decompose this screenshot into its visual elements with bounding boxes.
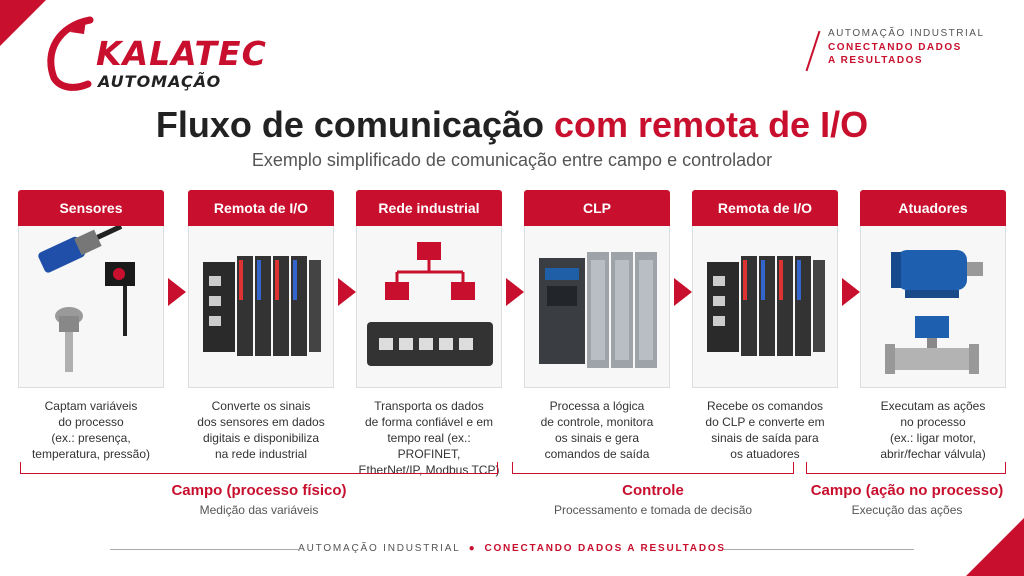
- card-remota-io-in: Remota de I/O Converte os sinais dos sen…: [188, 190, 334, 462]
- card-atuadores: Atuadores Executam as ações no processo …: [860, 190, 1006, 462]
- title-part1: Fluxo de comunicação: [155, 104, 544, 145]
- footer-divider: [724, 549, 914, 550]
- title-part2: com remota de I/O: [554, 104, 869, 145]
- footer-divider: [110, 549, 300, 550]
- logo-subtext: AUTOMAÇÃO: [98, 72, 222, 91]
- arrow-right-icon: [168, 278, 186, 306]
- tagline-divider: [805, 30, 821, 72]
- card-description: Executam as ações no processo (ex.: liga…: [880, 399, 986, 461]
- page-subtitle: Exemplo simplificado de comunicação entr…: [251, 150, 773, 170]
- group-label: Campo (ação no processo): [810, 482, 1004, 499]
- remote-io-icon: [692, 226, 838, 388]
- group-bracket-campo-fisico: [20, 462, 498, 474]
- arrow-right-icon: [674, 278, 692, 306]
- network-switch-icon: [356, 226, 502, 388]
- card-header: Sensores: [18, 190, 164, 226]
- corner-decoration-red: [966, 518, 1024, 576]
- card-header: Atuadores: [860, 190, 1006, 226]
- card-sensores: Sensores Captam variáveis do processo (e…: [18, 190, 164, 462]
- footer-dot-icon: ●: [468, 543, 477, 554]
- card-rede-industrial: Rede industrial Transporta os dados de f…: [356, 190, 502, 478]
- footer-left-text: AUTOMAÇÃO INDUSTRIAL: [298, 543, 461, 554]
- plc-icon: [524, 226, 670, 388]
- card-header: Rede industrial: [356, 190, 502, 226]
- group-bracket-controle: [512, 462, 794, 474]
- group-sublabel: Processamento e tomada de decisão: [553, 503, 753, 517]
- sensors-icon: [18, 226, 164, 388]
- card-clp: CLP Processa a lógica de controle, monit…: [524, 190, 670, 462]
- card-description: Recebe os comandos do CLP e converte em …: [705, 399, 825, 461]
- arrow-right-icon: [506, 278, 524, 306]
- card-remota-io-out: Remota de I/O Recebe os comandos do CLP …: [692, 190, 838, 462]
- card-header: Remota de I/O: [188, 190, 334, 226]
- flow-cards: Sensores Captam variáveis do processo (e…: [18, 190, 1006, 477]
- group-label: Campo (processo físico): [171, 482, 347, 499]
- corner-decoration-red: [0, 0, 46, 46]
- tagline-line3: A RESULTADOS: [828, 55, 924, 66]
- actuators-icon: [860, 226, 1006, 388]
- tagline-line2: CONECTANDO DADOS: [828, 42, 962, 53]
- kalatec-logo: KALATEC AUTOMAÇÃO: [40, 12, 266, 92]
- header-tagline: AUTOMAÇÃO INDUSTRIAL CONECTANDO DADOS A …: [805, 28, 988, 72]
- logo-swoosh-icon: [47, 16, 94, 91]
- tagline-line1: AUTOMAÇÃO INDUSTRIAL: [828, 28, 985, 39]
- card-description: Processa a lógica de controle, monitora …: [540, 399, 654, 461]
- page-title: Fluxo de comunicação com remota de I/O: [0, 104, 1024, 146]
- arrow-right-icon: [338, 278, 356, 306]
- footer: AUTOMAÇÃO INDUSTRIAL ● CONECTANDO DADOS A …: [110, 543, 914, 557]
- group-label: Controle: [622, 482, 684, 499]
- card-header: Remota de I/O: [692, 190, 838, 226]
- arrow-right-icon: [842, 278, 860, 306]
- card-description: Converte os sinais dos sensores em dados…: [197, 399, 325, 461]
- group-sublabel: Execução das ações: [851, 503, 963, 517]
- card-description: Captam variáveis do processo (ex.: prese…: [31, 399, 151, 461]
- group-bracket-campo-acao: [806, 462, 1006, 474]
- remote-io-icon: [188, 226, 334, 388]
- group-sublabel: Medição das variáveis: [199, 503, 319, 517]
- card-header: CLP: [524, 190, 670, 226]
- logo-text: KALATEC: [96, 34, 267, 73]
- footer-right-text: CONECTANDO DADOS A RESULTADOS: [484, 543, 726, 554]
